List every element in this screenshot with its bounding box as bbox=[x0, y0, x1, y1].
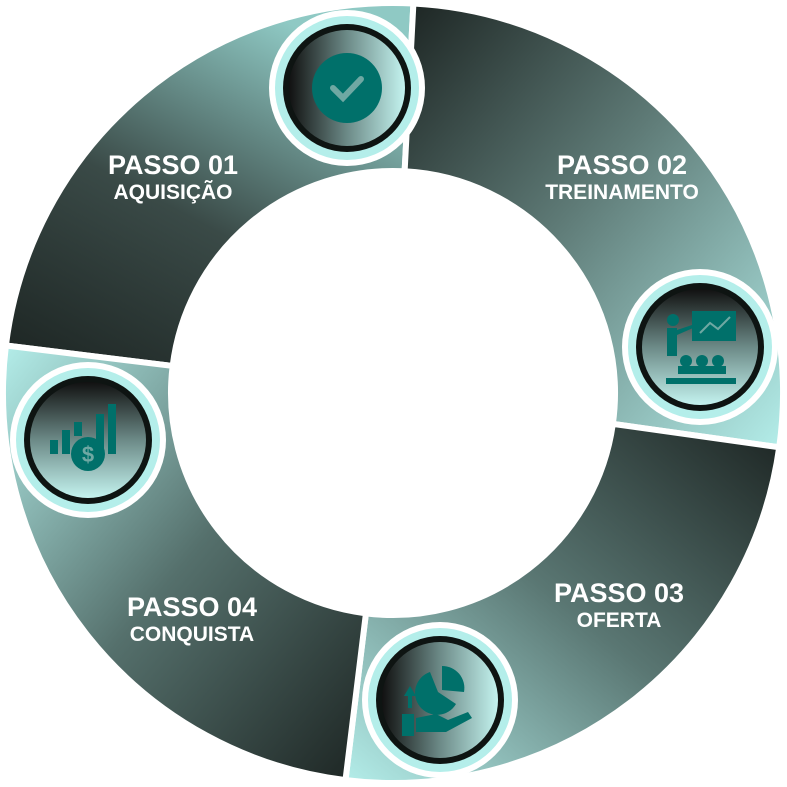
presentation-icon bbox=[666, 311, 736, 384]
step-4-subtitle: CONQUISTA bbox=[129, 623, 255, 647]
hand-pie-chart-icon bbox=[402, 665, 472, 736]
step-3-subtitle: OFERTA bbox=[576, 609, 662, 633]
checkmark-icon bbox=[312, 53, 382, 123]
step-4-label: PASSO 04 CONQUISTA bbox=[82, 592, 302, 647]
step-4-title: PASSO 04 bbox=[126, 592, 258, 622]
dollar-growth-icon: $ bbox=[50, 404, 116, 471]
step-2-label: PASSO 02 TREINAMENTO bbox=[512, 150, 732, 205]
step-3-node bbox=[362, 622, 518, 778]
step-1-label: PASSO 01 AQUISIÇÃO bbox=[63, 150, 283, 205]
step-3-label: PASSO 03 OFERTA bbox=[509, 578, 729, 633]
step-1-node bbox=[269, 10, 425, 166]
step-2-subtitle: TREINAMENTO bbox=[545, 181, 699, 205]
step-1-title: PASSO 01 bbox=[107, 150, 239, 180]
step-1-subtitle: AQUISIÇÃO bbox=[113, 181, 233, 205]
step-3-title: PASSO 03 bbox=[553, 578, 685, 608]
svg-text:$: $ bbox=[82, 442, 94, 467]
step-4-node: $ bbox=[10, 362, 166, 518]
step-2-node bbox=[622, 269, 778, 425]
step-2-title: PASSO 02 bbox=[556, 150, 688, 180]
